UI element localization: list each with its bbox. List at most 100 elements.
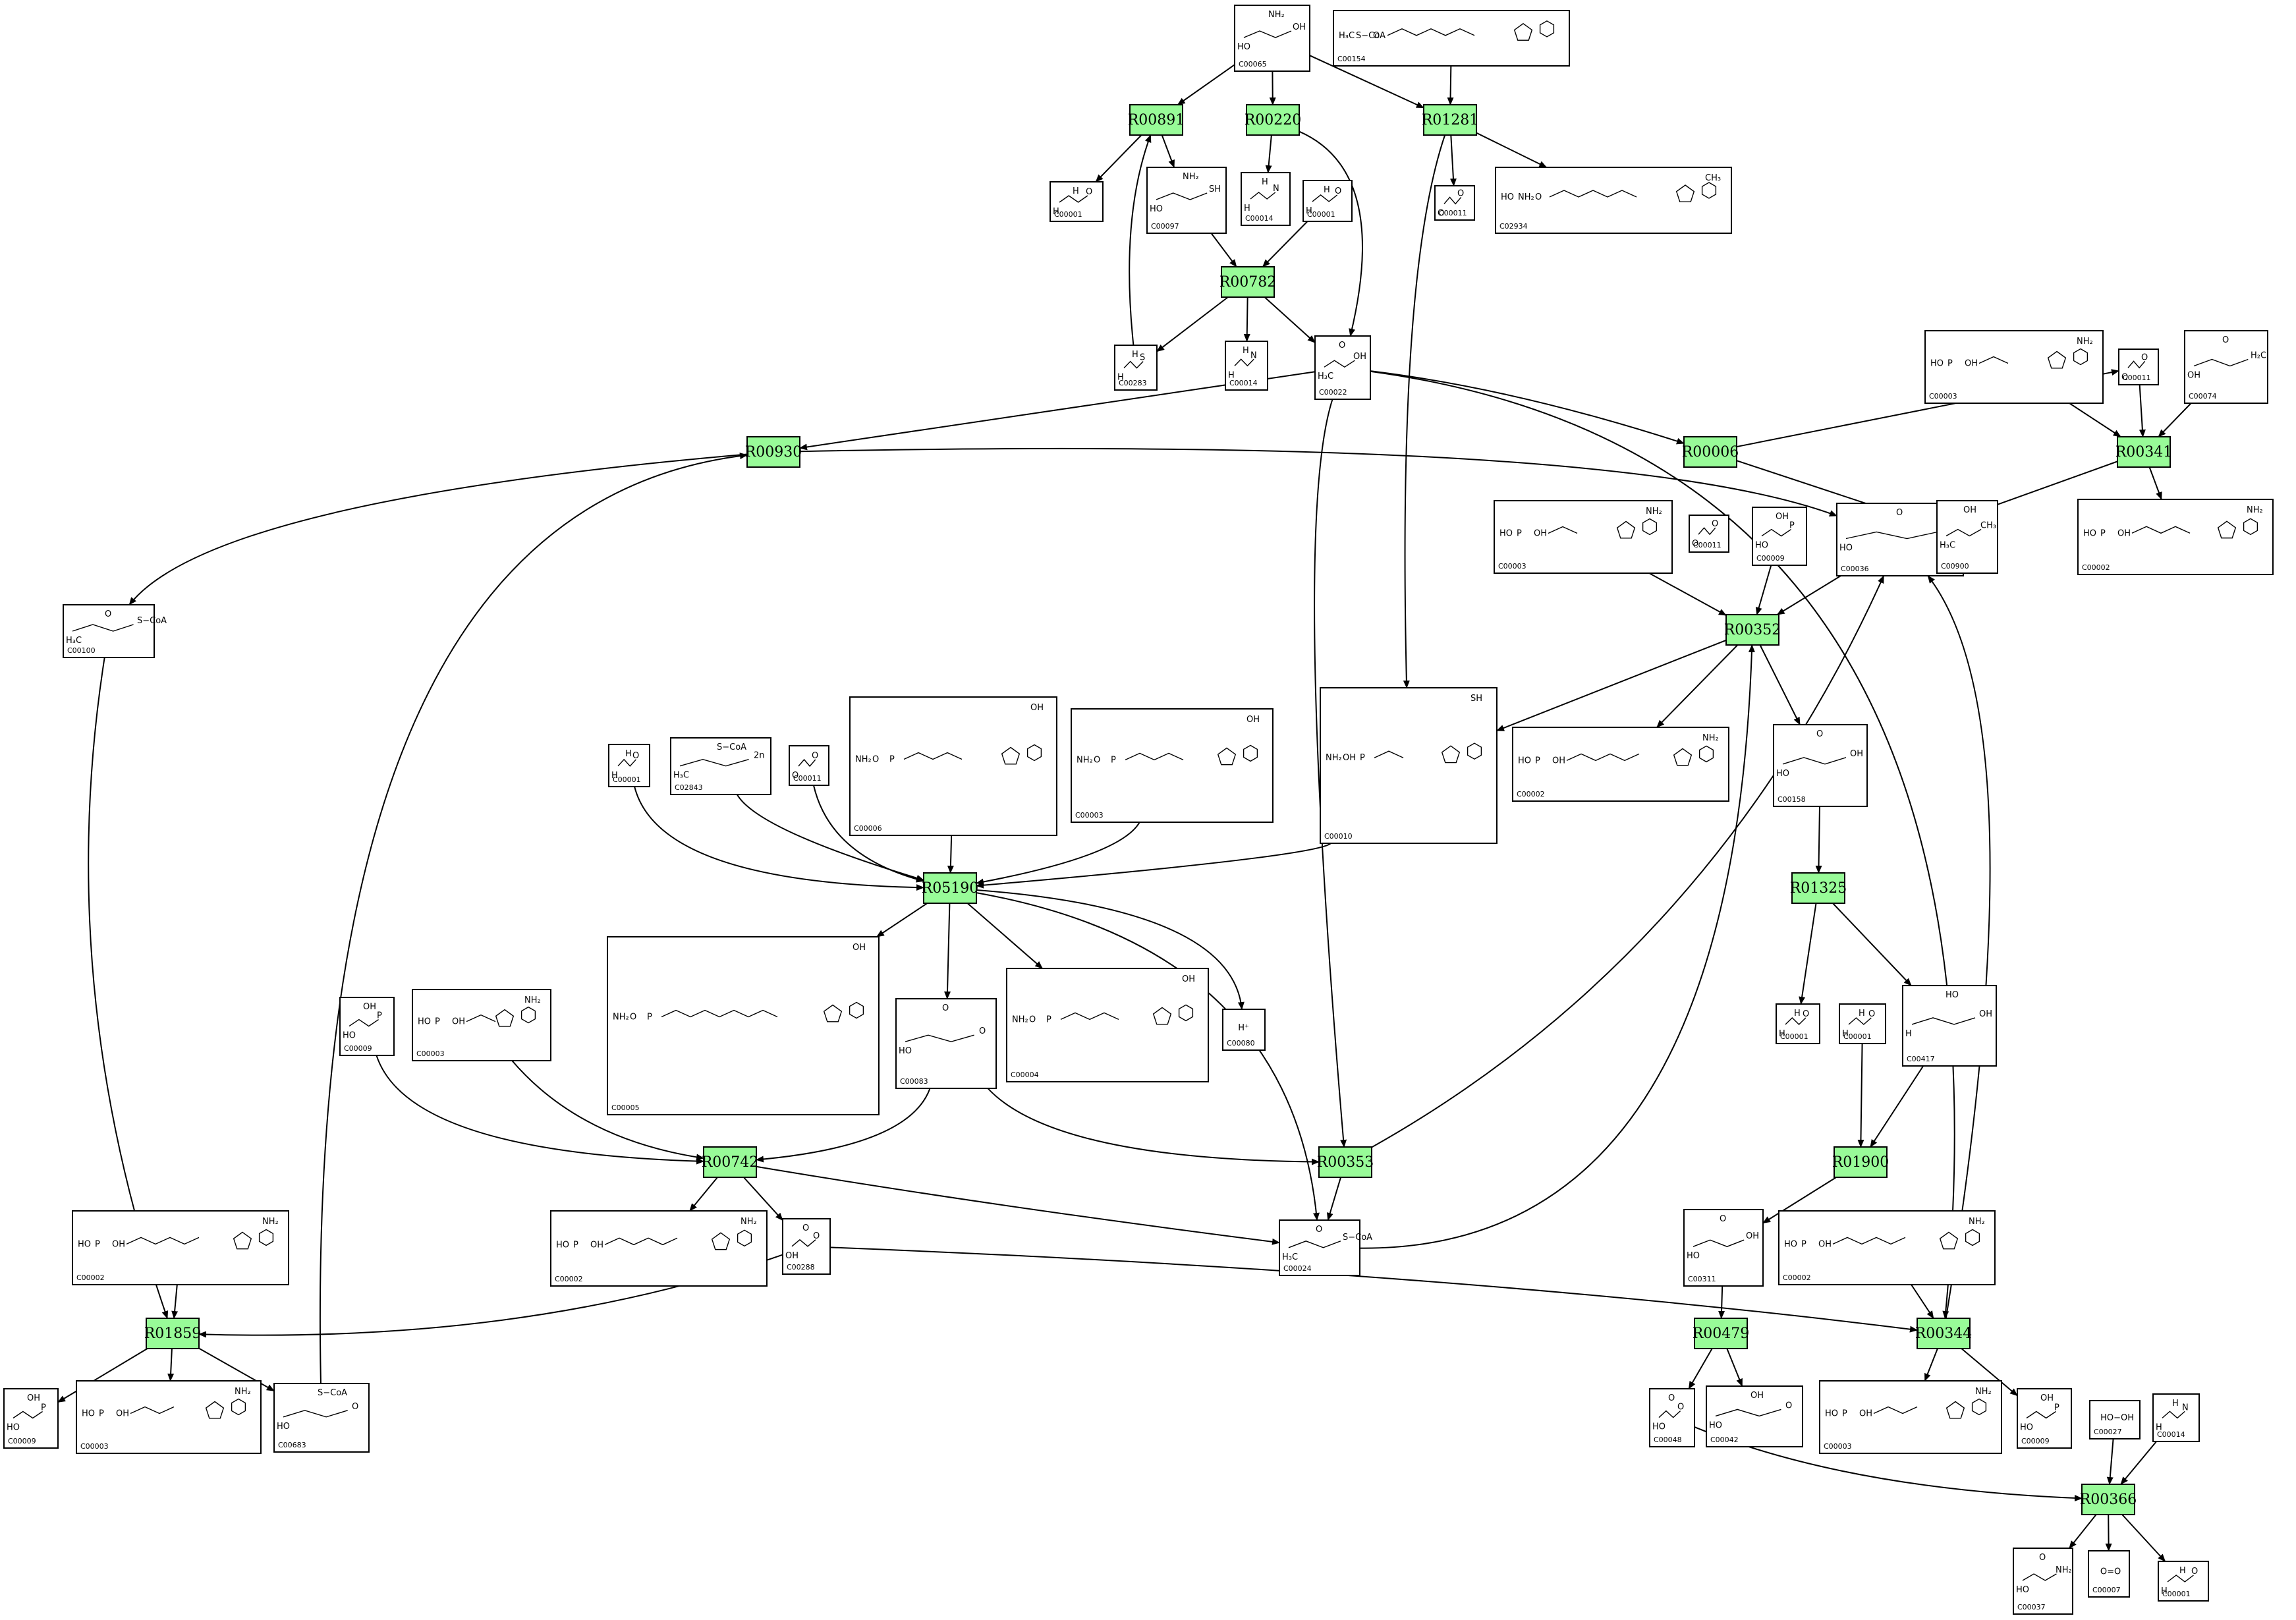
compound-box bbox=[1683, 1209, 1764, 1287]
edge-R00366-to-c00001_f bbox=[2121, 1514, 2166, 1562]
reaction-node[interactable]: R01859 bbox=[144, 1318, 202, 1349]
atom-label-2: O bbox=[1816, 729, 1823, 739]
atom-label-2: H bbox=[1859, 1009, 1865, 1019]
reaction-node[interactable]: R00366 bbox=[2080, 1484, 2137, 1515]
reaction-node[interactable]: R00352 bbox=[1724, 614, 1781, 646]
atom-label-end: NH₂ bbox=[235, 1387, 251, 1397]
compound-id: C02843 bbox=[675, 783, 703, 792]
reaction-node[interactable]: R00006 bbox=[1682, 436, 1739, 468]
edge-R01325-to-c00001_d bbox=[1799, 903, 1817, 1005]
reaction-node[interactable]: R00220 bbox=[1245, 104, 1302, 136]
compound-box bbox=[1773, 724, 1868, 807]
bond-chain bbox=[1060, 1012, 1119, 1020]
edge-c00097-to-R00782 bbox=[1210, 233, 1237, 267]
reaction-label: R00930 bbox=[745, 444, 802, 461]
atom-label-0: HO bbox=[82, 1409, 95, 1419]
reaction-label: R00742 bbox=[702, 1154, 759, 1171]
compound-node[interactable]: H⁺C00080 bbox=[1222, 1009, 1266, 1051]
reaction-node[interactable]: R00344 bbox=[1915, 1318, 1973, 1349]
bond-chain bbox=[905, 1034, 974, 1042]
atom-label-0: H bbox=[1244, 204, 1250, 213]
reaction-node[interactable]: R01900 bbox=[1832, 1146, 1890, 1178]
bond-chain bbox=[791, 1239, 816, 1247]
ring bbox=[711, 1232, 731, 1250]
structure-water: HOH bbox=[1842, 1009, 1875, 1039]
reaction-node[interactable]: R00479 bbox=[1693, 1318, 1750, 1349]
reaction-node[interactable]: R05190 bbox=[922, 872, 979, 904]
bond-chain bbox=[2162, 1411, 2185, 1419]
atom-label-1: P bbox=[99, 1409, 104, 1419]
reaction-node[interactable]: R01325 bbox=[1790, 872, 1847, 904]
reaction-node[interactable]: R00930 bbox=[745, 436, 802, 468]
reaction-node[interactable]: R01281 bbox=[1422, 104, 1479, 136]
atom-label-2: P bbox=[647, 1013, 652, 1022]
compound-box bbox=[1333, 10, 1570, 67]
edge-c00065-to-R01281 bbox=[1309, 55, 1424, 109]
reaction-node[interactable]: R00891 bbox=[1128, 104, 1185, 136]
reaction-node[interactable]: R00742 bbox=[702, 1146, 759, 1178]
reaction-node[interactable]: R00782 bbox=[1219, 266, 1277, 298]
atom-label-1: O bbox=[2141, 352, 2148, 362]
reaction-node[interactable]: R00353 bbox=[1317, 1146, 1374, 1178]
reaction-label: R00479 bbox=[1693, 1326, 1750, 1342]
reaction-node[interactable]: R00341 bbox=[2115, 436, 2173, 468]
compound-box bbox=[2184, 330, 2268, 404]
atom-label-1: OH bbox=[1353, 352, 1366, 362]
atom-label-0: HO bbox=[1709, 1420, 1722, 1430]
